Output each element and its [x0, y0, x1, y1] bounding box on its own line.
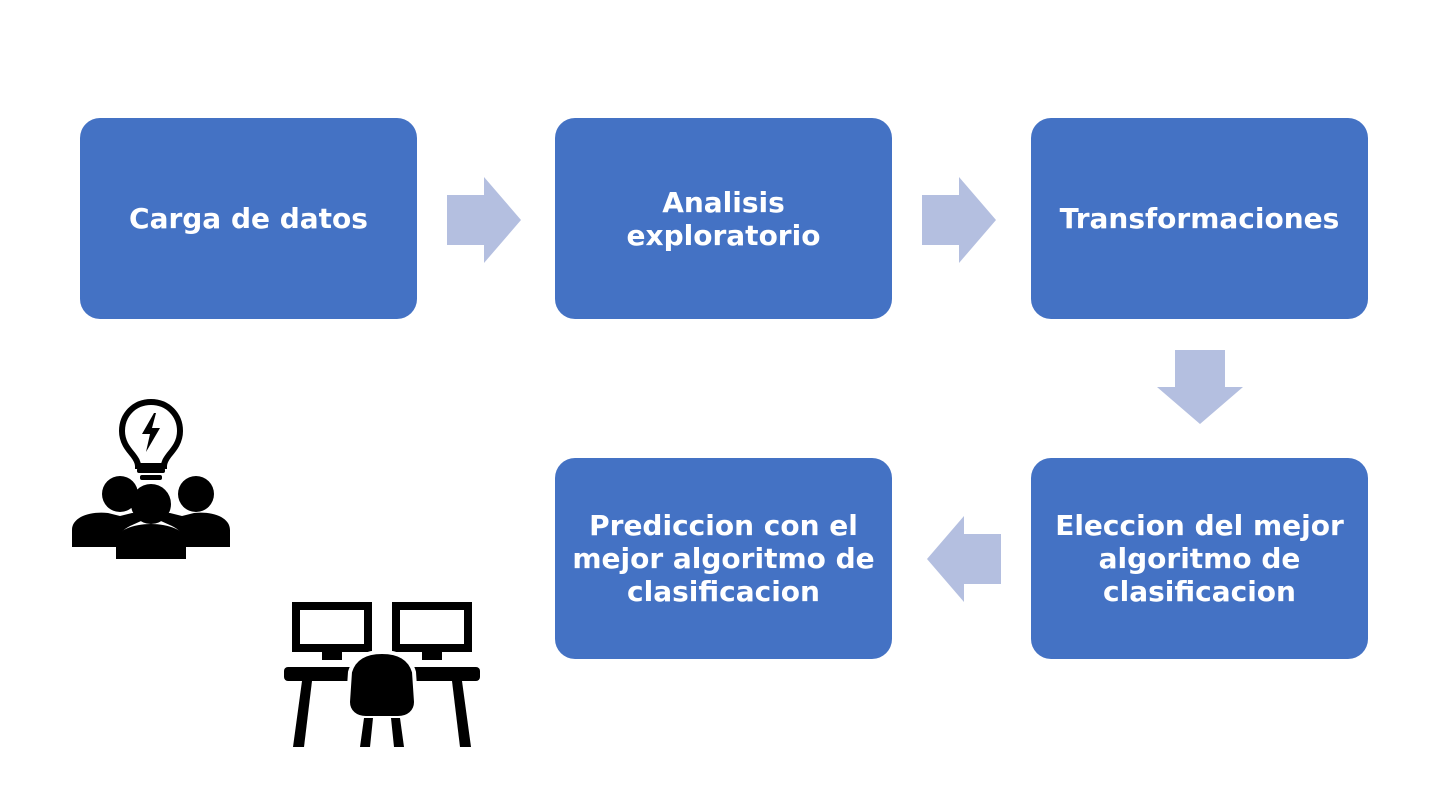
step-analisis-exploratorio: Analisis exploratorio: [555, 118, 892, 319]
step-label: Prediccion con el mejor algoritmo de cla…: [572, 509, 875, 608]
step-transformaciones: Transformaciones: [1031, 118, 1368, 319]
step-carga-de-datos: Carga de datos: [80, 118, 417, 319]
arrow-left-icon: [927, 516, 1001, 602]
step-label: Transformaciones: [1059, 202, 1340, 235]
step-label: Analisis exploratorio: [626, 185, 821, 252]
team-idea-icon: [72, 398, 230, 559]
step-prediccion: Prediccion con el mejor algoritmo de cla…: [555, 458, 892, 659]
arrow-right-icon: [447, 177, 521, 263]
arrow-down-icon: [1157, 350, 1243, 424]
step-eleccion-algoritmo: Eleccion del mejor algoritmo de clasific…: [1031, 458, 1368, 659]
step-label: Carga de datos: [129, 202, 368, 235]
workstation-icon: [284, 602, 480, 747]
arrow-right-icon: [922, 177, 996, 263]
step-label: Eleccion del mejor algoritmo de clasific…: [1055, 509, 1344, 608]
